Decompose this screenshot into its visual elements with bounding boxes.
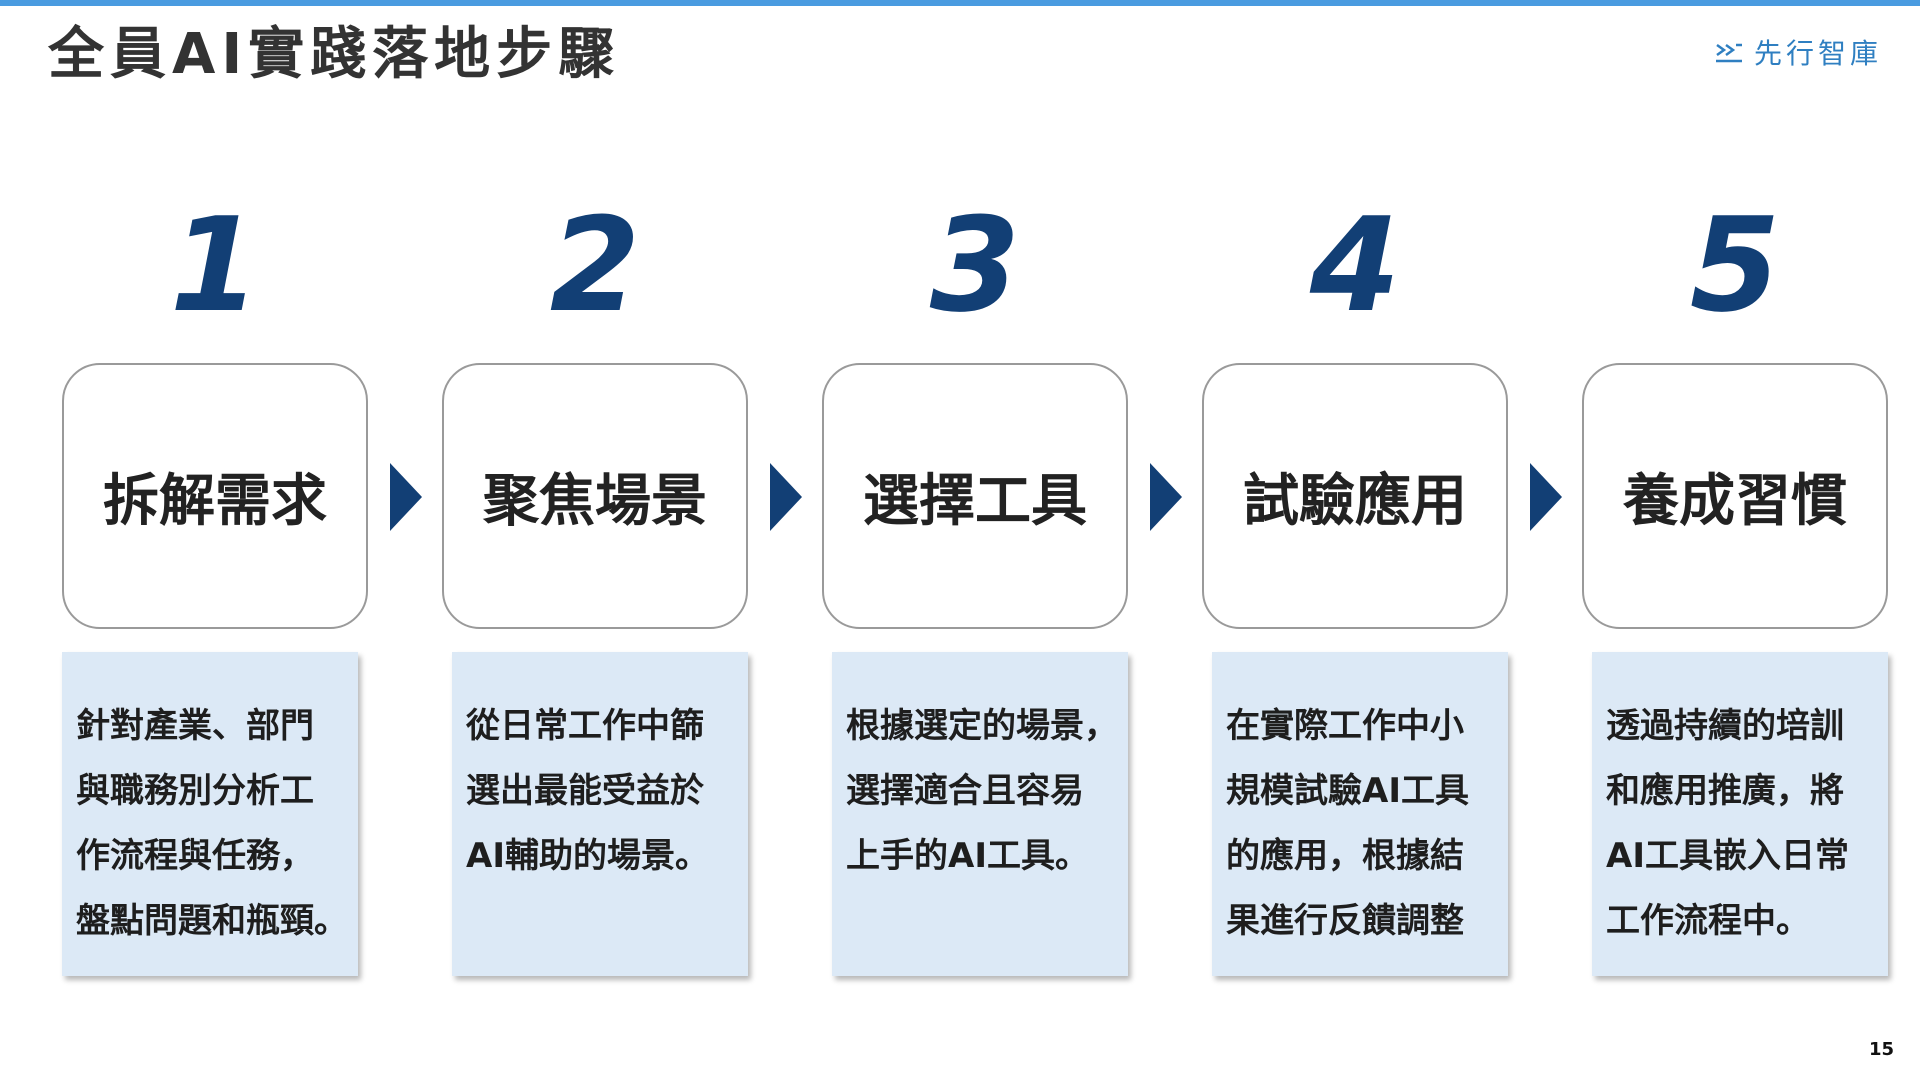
step-number-5: 5 <box>1689 189 1781 341</box>
description-line: 針對產業、部門 <box>76 706 314 746</box>
step-box-2: 聚焦場景 <box>442 363 748 629</box>
description-line: AI工具嵌入日常 <box>1606 836 1849 876</box>
step-number-1: 1 <box>169 189 261 341</box>
step-description-4: 在實際工作中小 規模試驗AI工具 的應用，根據結 果進行反饋調整 <box>1212 652 1508 976</box>
top-accent-bar <box>0 0 1920 6</box>
description-line: 與職務別分析工 <box>76 771 314 811</box>
description-line: 選擇適合且容易 <box>846 771 1084 811</box>
description-line: 從日常工作中篩 <box>466 706 704 746</box>
description-line: 和應用推廣，將 <box>1606 771 1844 811</box>
logo-mark-icon <box>1715 43 1742 63</box>
description-line: 上手的AI工具。 <box>846 836 1089 876</box>
description-line: 果進行反饋調整 <box>1226 901 1464 941</box>
page-number: 15 <box>1868 1039 1894 1060</box>
description-line: 盤點問題和瓶頸。 <box>76 901 348 941</box>
step-number-4: 4 <box>1309 189 1401 341</box>
description-line: 的應用，根據結 <box>1226 836 1464 876</box>
step-description-5: 透過持續的培訓 和應用推廣，將 AI工具嵌入日常 工作流程中。 <box>1592 652 1888 976</box>
page-title: 全員AI實踐落地步驟 <box>48 22 621 87</box>
step-box-3: 選擇工具 <box>822 363 1128 629</box>
description-line: 作流程與任務， <box>76 836 314 876</box>
description-line: 根據選定的場景， <box>846 706 1118 746</box>
step-box-5: 養成習慣 <box>1582 363 1888 629</box>
description-line: 透過持續的培訓 <box>1606 706 1844 746</box>
step-description-3: 根據選定的場景， 選擇適合且容易 上手的AI工具。 <box>832 652 1128 976</box>
step-description-1: 針對產業、部門 與職務別分析工 作流程與任務， 盤點問題和瓶頸。 <box>62 652 358 976</box>
step-number-3: 3 <box>929 189 1021 341</box>
logo-text: 先行智庫 <box>1753 37 1882 70</box>
step-box-4: 試驗應用 <box>1202 363 1508 629</box>
arrow-right-icon <box>390 463 422 531</box>
step-box-1: 拆解需求 <box>62 363 368 629</box>
description-line: 在實際工作中小 <box>1226 706 1464 746</box>
step-number-2: 2 <box>549 189 641 341</box>
arrow-right-icon <box>1530 463 1562 531</box>
brand-logo: 先行智庫 <box>1714 32 1882 72</box>
step-description-2: 從日常工作中篩 選出最能受益於 AI輔助的場景。 <box>452 652 748 976</box>
arrow-right-icon <box>1150 463 1182 531</box>
description-line: AI輔助的場景。 <box>466 836 709 876</box>
description-line: 工作流程中。 <box>1606 901 1810 941</box>
description-line: 選出最能受益於 <box>466 771 704 811</box>
description-line: 規模試驗AI工具 <box>1226 771 1469 811</box>
arrow-right-icon <box>770 463 802 531</box>
